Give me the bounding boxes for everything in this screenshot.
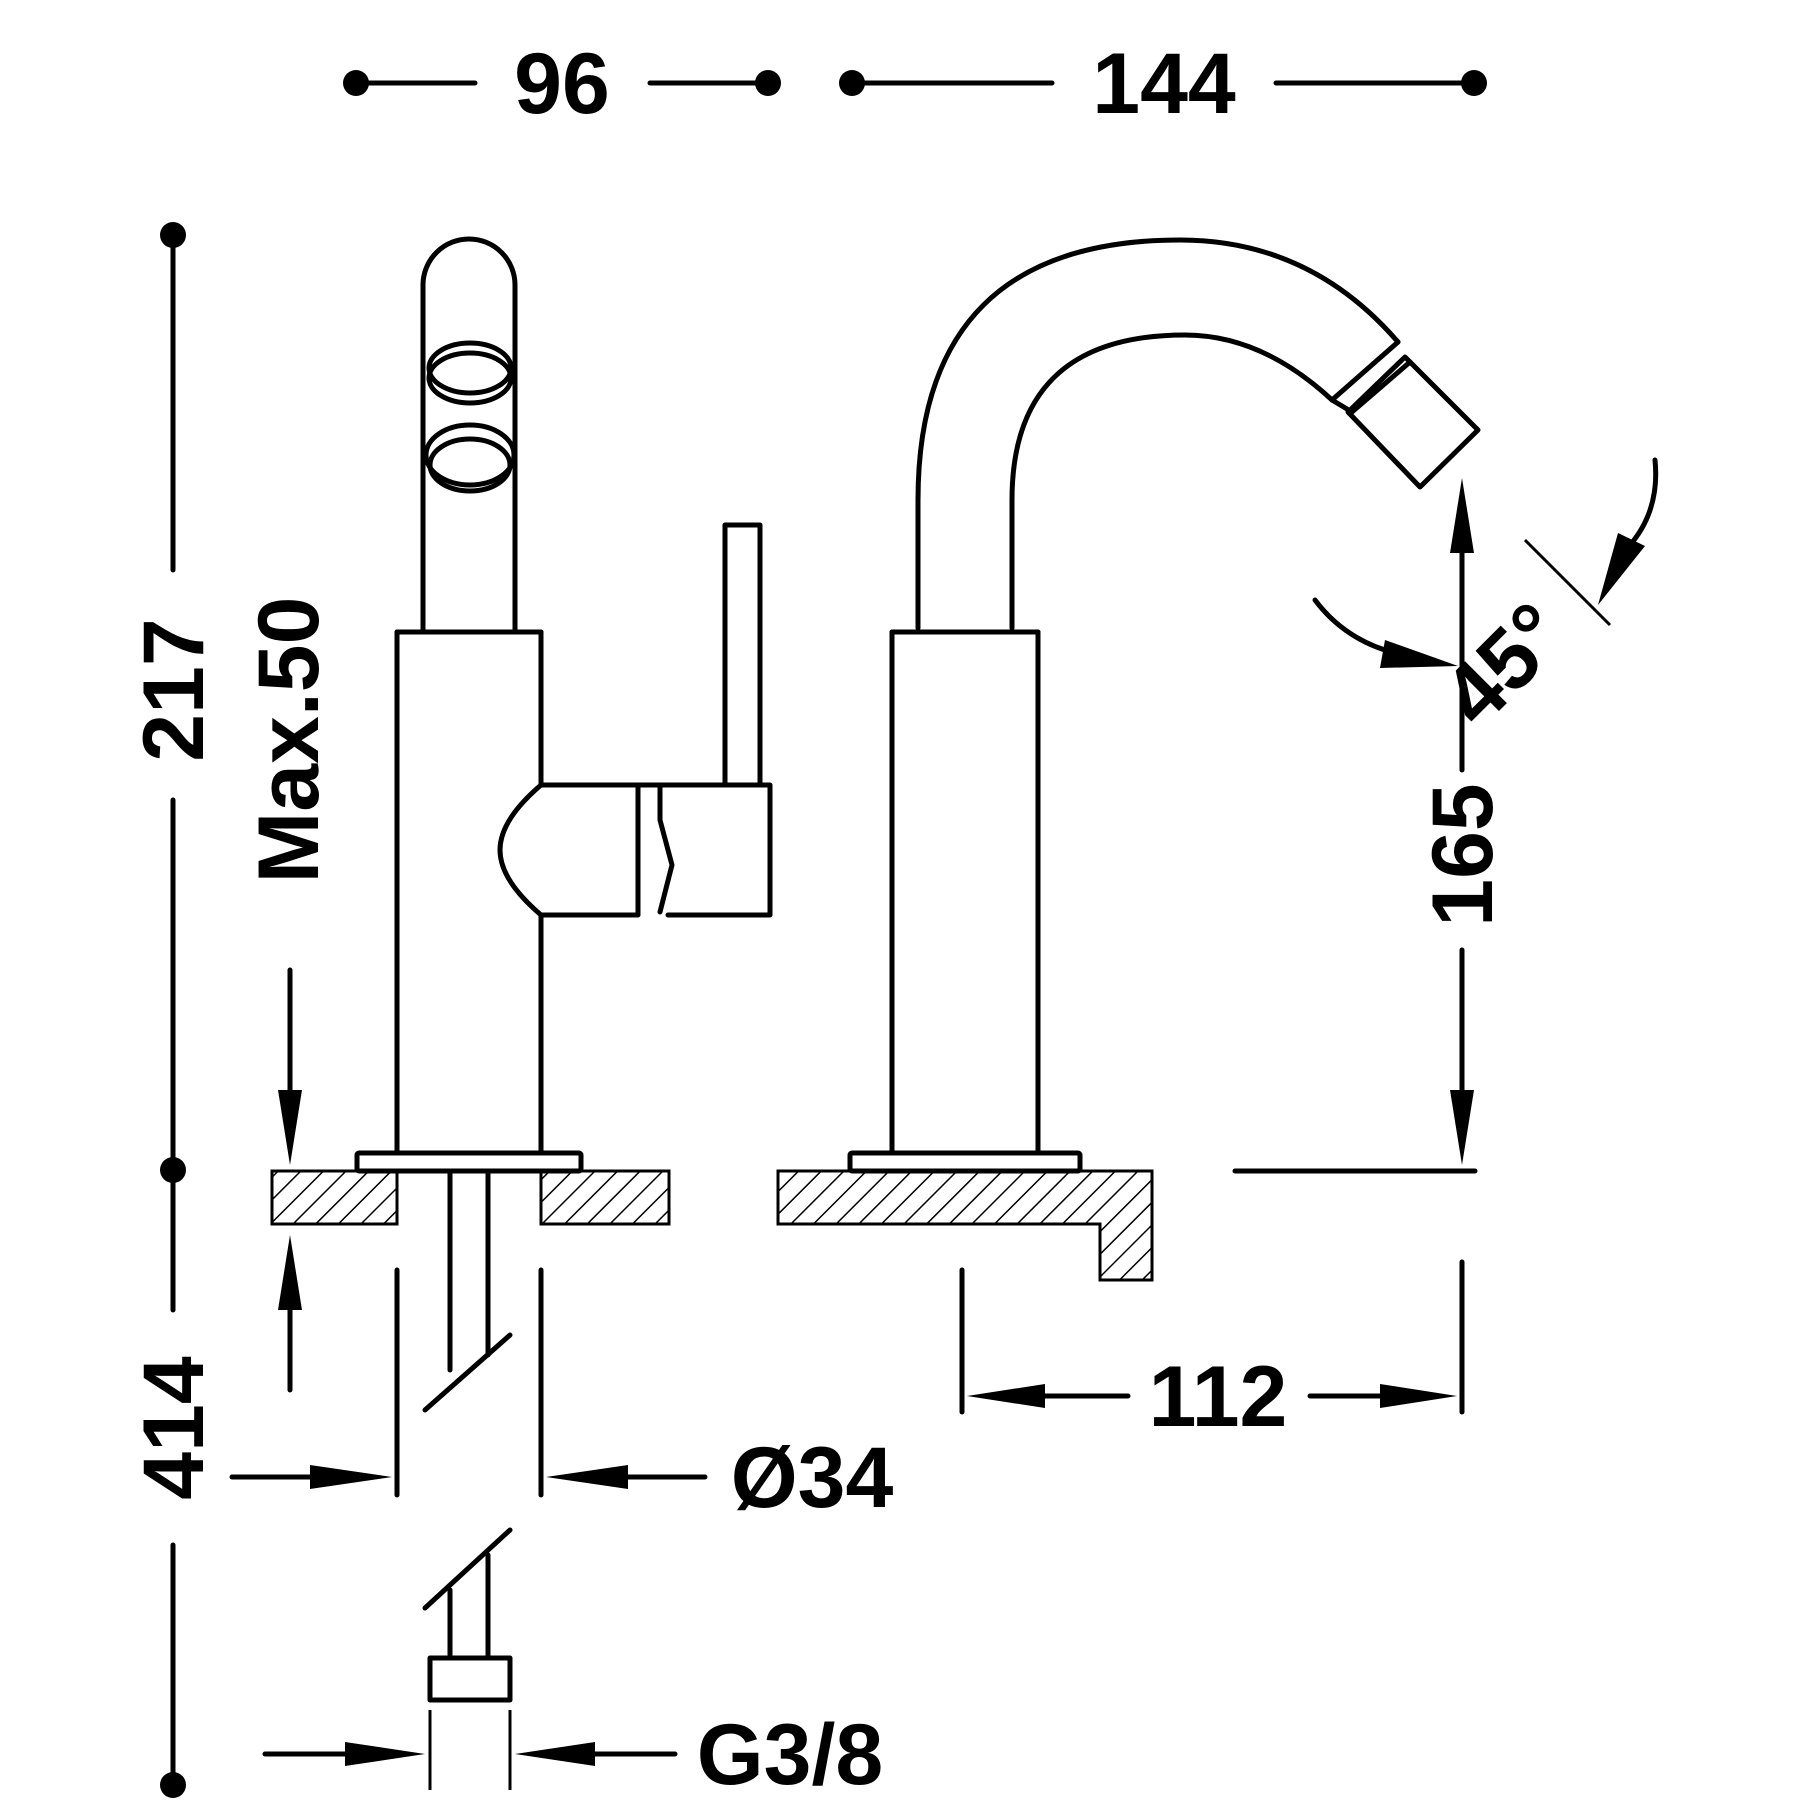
dimension-217: 217 — [126, 222, 222, 1183]
dimension-g38-label: G3/8 — [697, 1707, 883, 1800]
dimension-112-label: 112 — [1149, 1349, 1288, 1445]
dimension-217-label: 217 — [126, 618, 222, 762]
dimension-112: 112 — [959, 1259, 1465, 1445]
dimension-diameter-34-label: Ø34 — [731, 1430, 894, 1526]
dimension-max-50-label: Max.50 — [241, 597, 337, 884]
dimension-144: 144 — [839, 36, 1487, 132]
dimension-diameter-34: Ø34 — [229, 1267, 894, 1526]
dimension-max-50: Max.50 — [241, 597, 337, 1393]
dimension-96: 96 — [343, 36, 781, 132]
supply-hose — [422, 1168, 513, 1703]
dimension-angle-45-label: 45° — [1425, 585, 1585, 745]
dimension-414: 414 — [126, 1167, 222, 1798]
dimension-96-label: 96 — [514, 36, 610, 132]
dimension-angle-45: 45° — [1312, 457, 1659, 745]
deck-left — [270, 1169, 671, 1226]
faucet-front-view — [354, 236, 773, 1174]
dimension-165-label: 165 — [1415, 783, 1511, 927]
dimension-414-label: 414 — [126, 1356, 222, 1500]
deck-right — [776, 1169, 1154, 1282]
dimension-165: 165 — [1232, 478, 1511, 1174]
faucet-side-view — [847, 237, 1481, 1174]
dimension-g38: G3/8 — [262, 1707, 883, 1800]
dimension-144-label: 144 — [1092, 36, 1236, 132]
